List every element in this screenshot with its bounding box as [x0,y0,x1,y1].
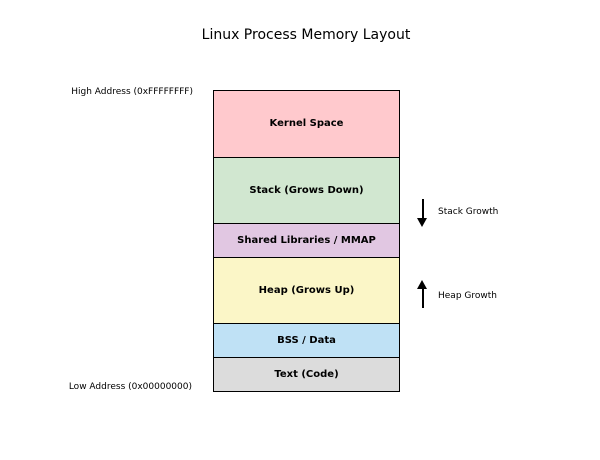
arrow-up-head-icon [417,280,427,289]
segment-label: BSS / Data [277,335,336,347]
heap-growth-label: Heap Growth [438,291,497,301]
arrow-down-head-icon [417,218,427,227]
segment-label: Stack (Grows Down) [249,184,364,196]
arrow-down-icon [422,199,424,219]
segment-bss-data: BSS / Data [214,324,399,359]
stack-growth-label: Stack Growth [438,207,499,217]
low-address-label: Low Address (0x00000000) [68,382,192,392]
segment-label: Heap (Grows Up) [258,285,355,297]
segment-kernel-space: Kernel Space [214,91,399,158]
segment-text-code: Text (Code) [214,358,399,392]
memory-stack: Kernel Space Stack (Grows Down) Shared L… [213,90,400,392]
segment-stack: Stack (Grows Down) [214,157,399,225]
segment-label: Shared Libraries / MMAP [237,235,376,247]
segment-shared-libraries-mmap: Shared Libraries / MMAP [214,224,399,258]
arrow-up-icon [422,288,424,308]
high-address-label: High Address (0xFFFFFFFF) [71,87,193,97]
segment-label: Text (Code) [274,369,339,381]
segment-heap: Heap (Grows Up) [214,257,399,325]
segment-label: Kernel Space [269,118,344,130]
diagram-title: Linux Process Memory Layout [201,27,411,43]
